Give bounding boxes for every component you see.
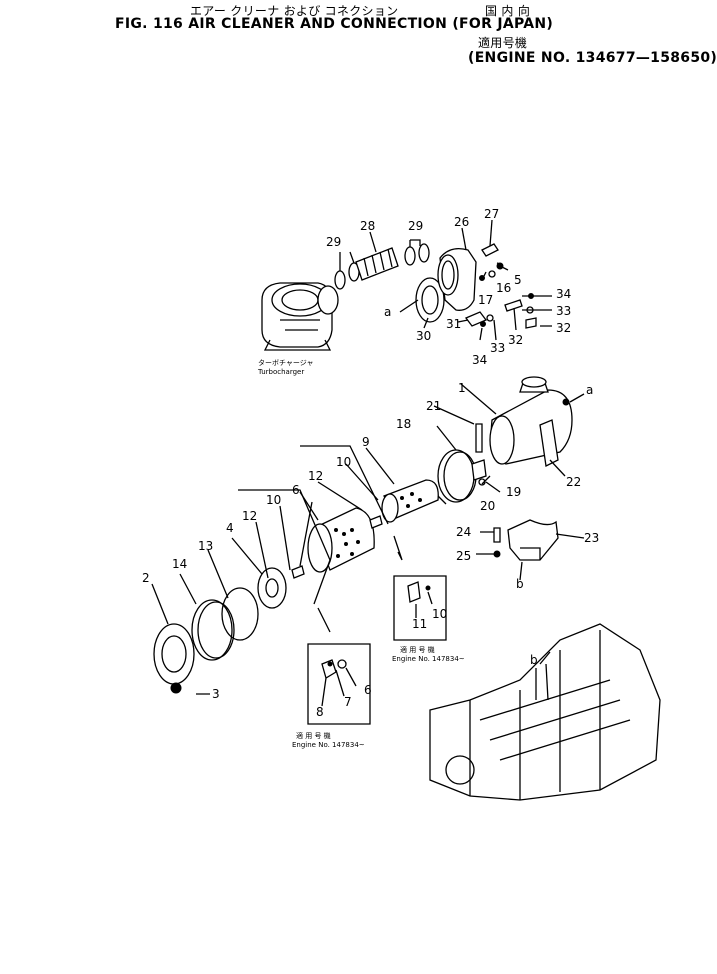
label-17: 17 <box>478 293 493 307</box>
label-26: 26 <box>454 215 469 229</box>
label-12b: 12 <box>242 509 257 523</box>
japanese-applicable-label: 適用号機 <box>478 36 528 50</box>
label-27: 27 <box>484 207 499 221</box>
filter-assembly <box>151 445 447 695</box>
label-a-right: a <box>586 383 593 397</box>
label-34b: 34 <box>472 353 487 367</box>
japanese-region: 国 内 向 <box>485 4 531 18</box>
label-10a: 10 <box>336 455 351 469</box>
bracket-23 <box>476 519 585 581</box>
label-28: 28 <box>360 219 375 233</box>
inset-box-678 <box>307 643 371 725</box>
figure-title: FIG. 116 AIR CLEANER AND CONNECTION (FOR… <box>115 16 554 32</box>
label-13: 13 <box>198 539 213 553</box>
label-10c: 10 <box>432 607 447 621</box>
upper-connection-parts <box>334 219 552 341</box>
label-23: 23 <box>584 531 599 545</box>
label-16: 16 <box>496 281 511 295</box>
label-25: 25 <box>456 549 471 563</box>
label-8: 8 <box>316 705 324 719</box>
label-5: 5 <box>514 273 522 287</box>
label-6b: 6 <box>364 683 372 697</box>
label-33b: 33 <box>490 341 505 355</box>
turbocharger-jp-label: ターボチャージャ <box>258 358 313 367</box>
label-3: 3 <box>212 687 220 701</box>
label-29a: 29 <box>326 235 341 249</box>
label-10b: 10 <box>266 493 281 507</box>
air-cleaner-body <box>460 376 585 477</box>
label-32b: 32 <box>508 333 523 347</box>
label-22: 22 <box>566 475 581 489</box>
engine-block-drawing <box>429 623 661 801</box>
label-b-bracket: b <box>516 577 524 591</box>
label-33a: 33 <box>556 304 571 318</box>
label-7: 7 <box>344 695 352 709</box>
inset-678-engine-note: Engine No. 147834~ <box>292 741 365 749</box>
turbocharger-drawing <box>261 282 339 351</box>
label-4: 4 <box>226 521 234 535</box>
japanese-title: エアー クリーナ および コネクション <box>190 4 399 18</box>
label-2: 2 <box>142 571 150 585</box>
inset-box-11 <box>393 575 447 641</box>
label-24: 24 <box>456 525 471 539</box>
label-6a: 6 <box>292 483 300 497</box>
label-21: 21 <box>426 399 441 413</box>
label-29b: 29 <box>408 219 423 233</box>
label-34a: 34 <box>556 287 571 301</box>
label-b-engine: b <box>530 653 538 667</box>
inset-11-jp-note: 適 用 号 機 <box>400 645 435 654</box>
mounting-band <box>433 405 501 503</box>
label-a-top: a <box>384 305 391 319</box>
engine-range: (ENGINE NO. 134677—158650) <box>468 50 717 66</box>
label-14: 14 <box>172 557 187 571</box>
label-32a: 32 <box>556 321 571 335</box>
inset-678-jp-note: 適 用 号 機 <box>296 731 331 740</box>
label-19: 19 <box>506 485 521 499</box>
inset-11-engine-note: Engine No. 147834~ <box>392 655 465 663</box>
label-11: 11 <box>412 617 427 631</box>
part-number-labels: 29 28 29 26 27 5 16 17 34 33 32 a 30 31 … <box>142 207 599 719</box>
label-20: 20 <box>480 499 495 513</box>
turbocharger-label: Turbocharger <box>257 368 304 376</box>
label-18: 18 <box>396 417 411 431</box>
label-12a: 12 <box>308 469 323 483</box>
label-31: 31 <box>446 317 461 331</box>
label-9: 9 <box>362 435 370 449</box>
label-30: 30 <box>416 329 431 343</box>
label-1: 1 <box>458 381 466 395</box>
